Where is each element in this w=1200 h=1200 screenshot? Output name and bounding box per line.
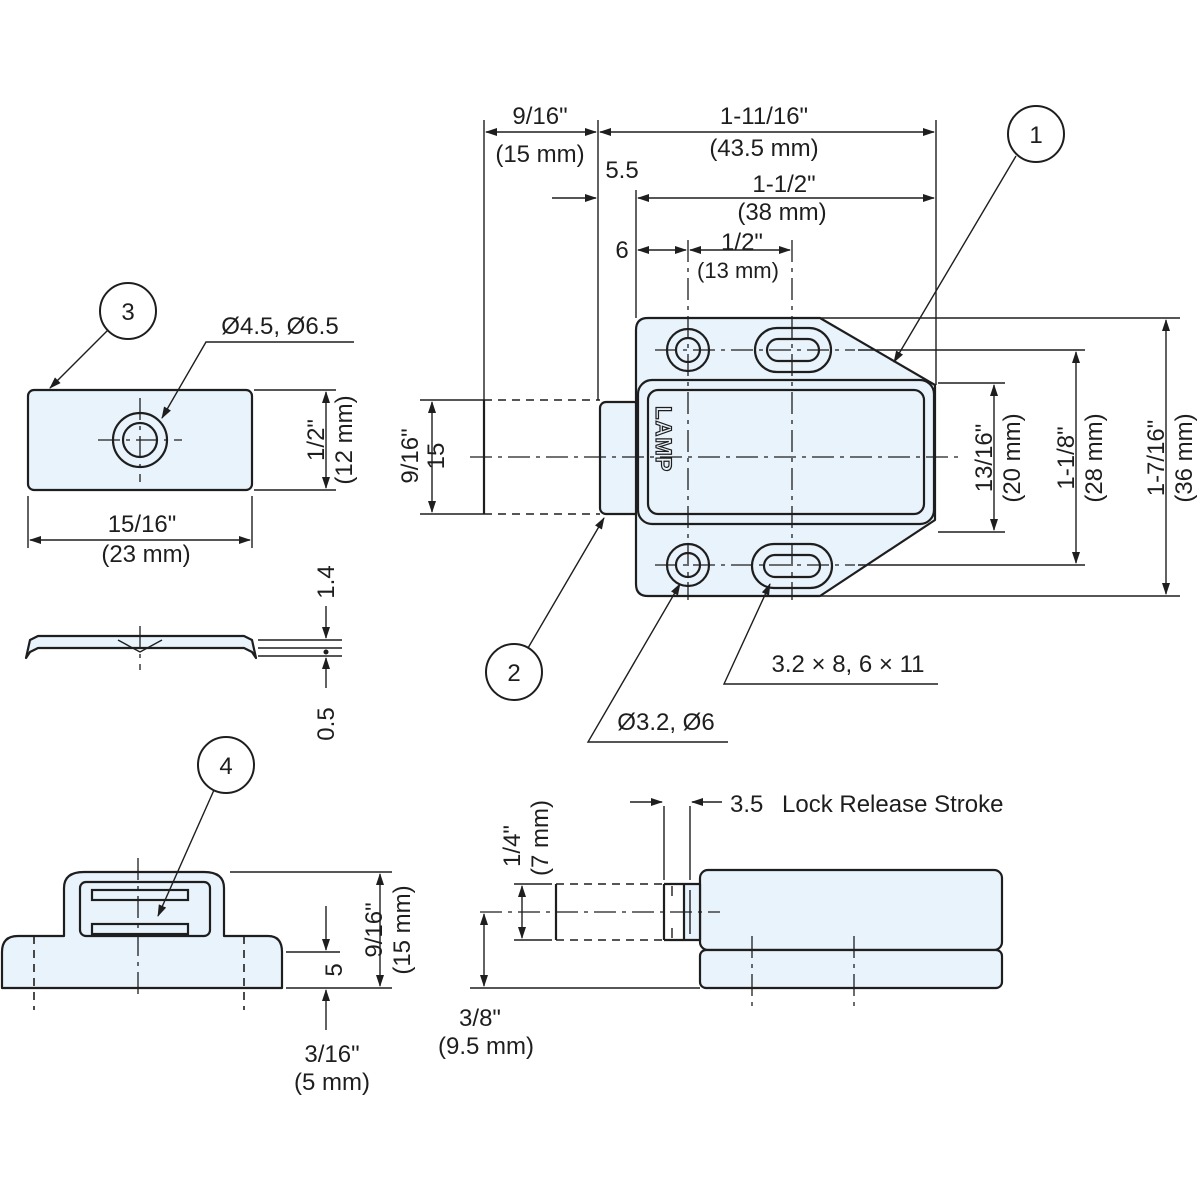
dim-offset: 5.5 bbox=[605, 157, 638, 184]
side-dim-center-in: 3/8" bbox=[459, 1005, 501, 1032]
strike-dim-h-mm: (12 mm) bbox=[331, 395, 358, 484]
strike-dim-t2: 0.5 bbox=[313, 707, 340, 740]
catch-dim-h-in: 9/16" bbox=[361, 902, 388, 957]
dim-total-mm: (43.5 mm) bbox=[709, 135, 818, 162]
plunger-collar bbox=[598, 400, 642, 516]
brand-logo: LAMP bbox=[651, 406, 676, 472]
dim-overall-h-mm: (36 mm) bbox=[1171, 413, 1198, 502]
latch-top-view: LAMP 9/16" (15 mm) 1-11/16" (43.5 mm) 5.… bbox=[397, 103, 1198, 743]
note-slots: 3.2 × 8, 6 × 11 bbox=[771, 651, 924, 678]
strike-plate-section bbox=[24, 634, 258, 660]
strike-plate-side-view: 1.4 0.5 bbox=[24, 565, 342, 741]
latch-body-inner bbox=[646, 388, 926, 516]
stroke-label: Lock Release Stroke bbox=[782, 791, 1003, 818]
side-dim-center-mm: (9.5 mm) bbox=[438, 1033, 534, 1060]
latch-side-body bbox=[698, 868, 1004, 952]
catch-dim-base-in: 3/16" bbox=[304, 1041, 359, 1068]
catch-jaw-top bbox=[90, 888, 190, 902]
catch-dim-h-mm: (15 mm) bbox=[389, 885, 416, 974]
strike-dim-t1: 1.4 bbox=[313, 565, 340, 598]
callout-3: 3 bbox=[49, 282, 157, 389]
dim-slot-mm: (13 mm) bbox=[697, 258, 779, 283]
strike-dim-w-in: 15/16" bbox=[108, 511, 177, 538]
side-dim-plunger-mm: (7 mm) bbox=[527, 800, 554, 876]
plunger-hidden-edges bbox=[484, 399, 600, 515]
side-dim-plunger-in: 1/4" bbox=[499, 825, 526, 867]
catch-dim-base: 5 bbox=[321, 963, 348, 976]
note-holes: Ø3.2, Ø6 bbox=[617, 709, 714, 736]
callout-1: 1 bbox=[893, 105, 1065, 363]
dim-total-in: 1-11/16" bbox=[720, 103, 808, 130]
latch-side-base bbox=[698, 948, 1004, 990]
dim-plunger-h-mm: 15 bbox=[423, 443, 450, 470]
catch-jaw-bottom bbox=[90, 922, 190, 936]
latch-body bbox=[636, 378, 936, 526]
catch-front-view: 9/16" (15 mm) 5 3/16" (5 mm) bbox=[0, 858, 416, 1096]
svg-text:3: 3 bbox=[121, 299, 134, 326]
dim-overall-h-in: 1-7/16" bbox=[1143, 420, 1170, 497]
dim-body-h-in: 13/16" bbox=[971, 424, 998, 493]
catch-opening bbox=[78, 880, 212, 938]
dim-hole-gap: 6 bbox=[615, 237, 628, 264]
catch-body bbox=[0, 870, 284, 990]
stroke-value: 3.5 bbox=[730, 791, 763, 818]
dim-plunger-in: 9/16" bbox=[512, 103, 567, 130]
svg-text:2: 2 bbox=[507, 660, 520, 687]
dim-holes-in: 1-1/2" bbox=[752, 171, 815, 198]
dim-plunger-mm: (15 mm) bbox=[495, 141, 584, 168]
strike-dim-w-mm: (23 mm) bbox=[101, 541, 190, 568]
svg-text:1: 1 bbox=[1029, 122, 1042, 149]
dim-holes-mm: (38 mm) bbox=[737, 199, 826, 226]
dim-hole-spacing-mm: (28 mm) bbox=[1081, 413, 1108, 502]
dim-body-h-mm: (20 mm) bbox=[999, 413, 1026, 502]
dim-hole-spacing-in: 1-1/8" bbox=[1053, 426, 1080, 489]
dim-slot-in: 1/2" bbox=[721, 229, 763, 256]
strike-plate-top-view: 1/2" (12 mm) 15/16" (23 mm) Ø4.5, Ø6.5 bbox=[26, 313, 358, 568]
strike-note-hole: Ø4.5, Ø6.5 bbox=[221, 313, 338, 340]
catch-dim-base-mm: (5 mm) bbox=[294, 1069, 370, 1096]
svg-text:4: 4 bbox=[219, 753, 232, 780]
callout-4: 4 bbox=[157, 736, 255, 917]
callout-2: 2 bbox=[485, 517, 605, 701]
strike-dim-h-in: 1/2" bbox=[303, 419, 330, 461]
latch-side-view: 3.5 Lock Release Stroke 1/4" (7 mm) 3/8"… bbox=[438, 791, 1003, 1060]
dim-plunger-h-in: 9/16" bbox=[397, 428, 424, 483]
